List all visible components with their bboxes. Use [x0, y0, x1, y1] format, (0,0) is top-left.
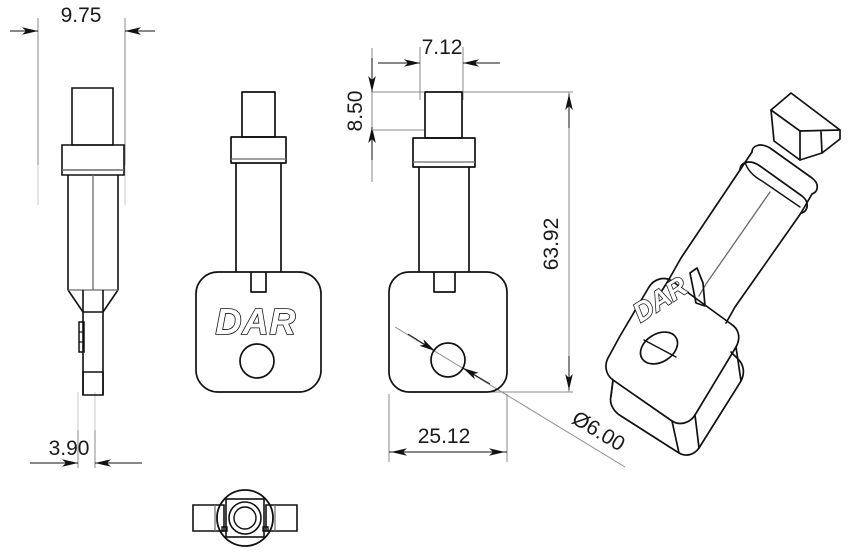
right-wing — [265, 504, 298, 532]
dim-label-8-50: 8.50 — [344, 91, 367, 132]
key-hole — [430, 342, 466, 378]
dim-label-25-12: 25.12 — [418, 425, 471, 448]
top-nub-right-edge — [820, 131, 823, 154]
part-outline-isometric — [605, 92, 841, 456]
dim-label-7-12: 7.12 — [422, 36, 463, 59]
top-nub — [241, 91, 276, 138]
part-outline-side — [388, 91, 508, 393]
dim-63-92-group: 63.92 — [425, 91, 573, 393]
part-outline-front — [195, 91, 322, 393]
taper-edges — [67, 289, 119, 313]
shaft-tab — [433, 272, 456, 293]
key-head — [195, 271, 322, 393]
view-front-section: 9.75 3.90 — [10, 4, 155, 468]
shaft-tab — [250, 272, 267, 293]
shaft-left-edge — [660, 169, 741, 293]
dim-3-90-group: 3.90 — [30, 392, 142, 468]
inner-circle-inner — [233, 506, 257, 530]
key-head-right-edge — [735, 346, 742, 382]
collar — [412, 137, 476, 168]
shaft-right-edge — [725, 212, 802, 324]
right-wing-notch — [262, 526, 269, 532]
tip-block — [82, 371, 104, 396]
inner-square — [225, 498, 265, 538]
collar-inner-arc — [744, 161, 801, 208]
top-nub — [424, 91, 463, 139]
dim-label-9-75: 9.75 — [61, 4, 102, 27]
keyway-slot — [78, 321, 85, 353]
top-nub-top-edge — [799, 129, 841, 132]
dim-label-63-92: 63.92 — [540, 218, 563, 271]
shaft-center-edge — [698, 191, 771, 297]
dim-8-50-group: 8.50 — [344, 48, 424, 182]
part-outline-front-section — [61, 87, 125, 396]
dim-label-3-90: 3.90 — [49, 437, 90, 460]
view-front: DAR — [195, 91, 322, 393]
leader-arrow-outer — [462, 367, 491, 385]
lower-stem-sides — [82, 312, 104, 395]
key-head-top-face — [605, 277, 740, 425]
key-head-left-edge — [610, 379, 614, 397]
view-bottom — [192, 489, 298, 547]
top-nub-outer — [770, 92, 841, 161]
inner-circle-outer — [228, 501, 262, 535]
top-nub — [71, 87, 114, 146]
key-hole-chord — [643, 339, 677, 358]
collar — [61, 144, 125, 176]
view-side: 7.12 8.50 63.92 — [344, 36, 629, 468]
leader-arrow-inner — [407, 333, 436, 352]
collar-side-edges — [739, 151, 813, 214]
dim-9-75-group: 9.75 — [10, 4, 155, 165]
dim-25-12-group: 25.12 — [388, 394, 508, 462]
brand-label-front: DAR — [216, 301, 297, 342]
part-outline-bottom — [192, 489, 298, 547]
taper-inner — [82, 290, 104, 312]
key-hole — [239, 343, 275, 379]
shaft-sides — [418, 167, 470, 272]
collar-top-arc — [751, 144, 819, 195]
shaft-sides — [235, 163, 282, 272]
collar — [230, 136, 287, 164]
key-head-side-face — [609, 351, 745, 456]
key-hole — [639, 331, 679, 365]
shaft-sides — [67, 175, 119, 290]
key-head-corner-edge — [671, 420, 680, 454]
collar-bottom-arc — [739, 161, 808, 214]
view-isometric: DAR — [605, 92, 841, 456]
dim-7-12-group: 7.12 — [378, 36, 500, 100]
outer-circle — [216, 489, 274, 547]
key-head — [388, 271, 508, 393]
key-head-corner-edge-2 — [694, 414, 700, 449]
